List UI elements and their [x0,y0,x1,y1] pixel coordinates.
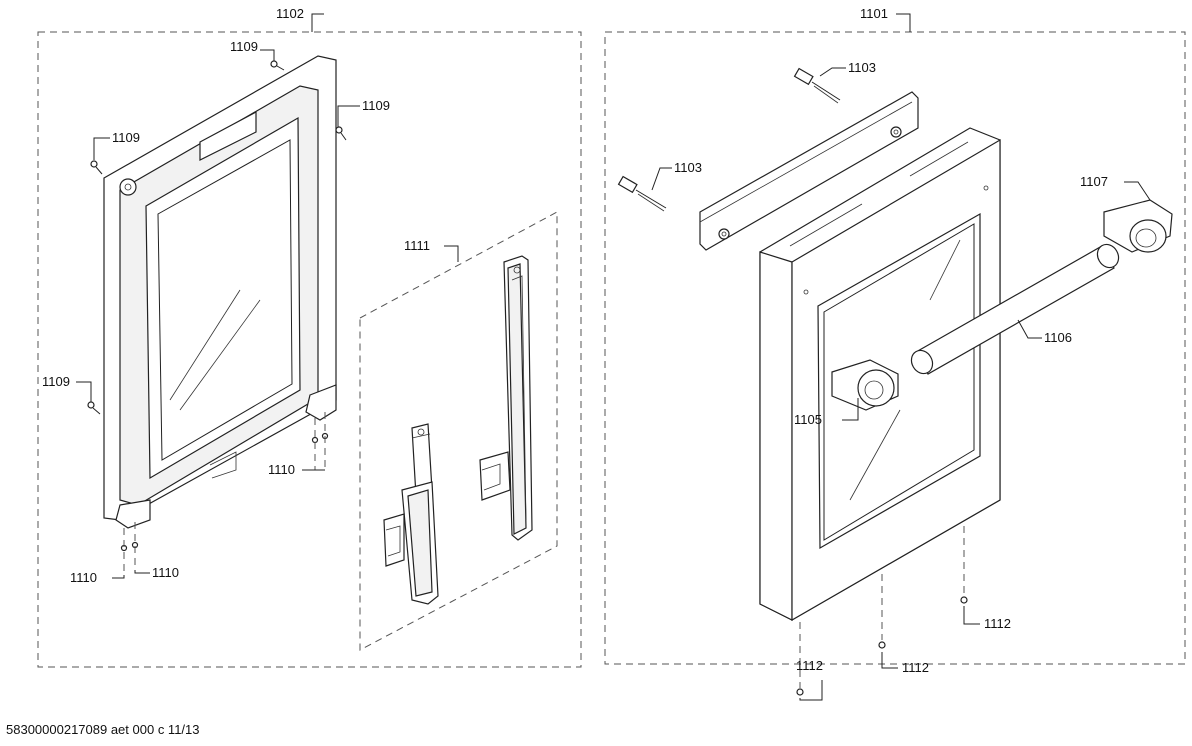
label-1112-right: 1112 [984,616,1011,631]
handle-cap-left [831,359,899,411]
top-trim-strip [699,91,919,251]
handle-cap-right [1103,199,1173,253]
label-1110-bottom-right: 1110 [152,565,179,580]
label-1112-mid: 1112 [902,660,929,675]
label-1110-right: 1110 [268,462,295,477]
hinge-front [383,423,439,605]
screw-1112-right [960,526,968,604]
screw-1103-top [793,67,841,104]
screw-1109-left-mid [87,401,101,415]
label-1109-left-top: 1109 [112,130,140,145]
hinge-hole-left [119,178,137,196]
label-1109-right: 1109 [362,98,390,113]
label-1112-left: 1112 [796,658,823,673]
top-vent-bracket [199,110,257,161]
hinge-set-assembly: 1111 [359,211,558,651]
screw-1112-mid [878,574,886,649]
outer-door-assembly: 1101 1103 1103 [604,6,1186,701]
group-box-1111 [359,211,558,651]
document-id-footer: 58300000217089 aet 000 c 11/13 [6,722,200,737]
label-1105: 1105 [794,412,822,427]
screw-1109-left-top [90,160,103,175]
label-1107: 1107 [1080,174,1108,189]
group-box-1101 [604,31,1186,665]
inner-door-frame [103,55,337,529]
hinge-rear [479,255,533,541]
inner-glass [157,139,293,461]
label-1109-left-mid: 1109 [42,374,70,389]
screws-1110-right [311,412,329,470]
outer-glass [823,223,975,541]
label-1101: 1101 [860,6,888,21]
label-1103-left: 1103 [674,160,702,175]
label-1106: 1106 [1044,330,1072,345]
screw-1112-left [796,622,804,696]
inner-door-assembly: 1109 1109 1109 1109 1110 1110 1110 1102 [37,6,582,668]
label-1103-top: 1103 [848,60,876,75]
screw-1109-top [270,60,285,71]
vent-slots [789,141,969,247]
handle-bar [910,243,1120,375]
screws-1110-bottom [120,522,139,575]
screw-1103-left [617,175,667,212]
label-1102: 1102 [276,6,304,21]
label-1111: 1111 [404,238,430,253]
label-1110-bottom-left: 1110 [70,570,97,585]
label-1109-top: 1109 [230,39,258,54]
screw-1109-right [335,126,347,141]
